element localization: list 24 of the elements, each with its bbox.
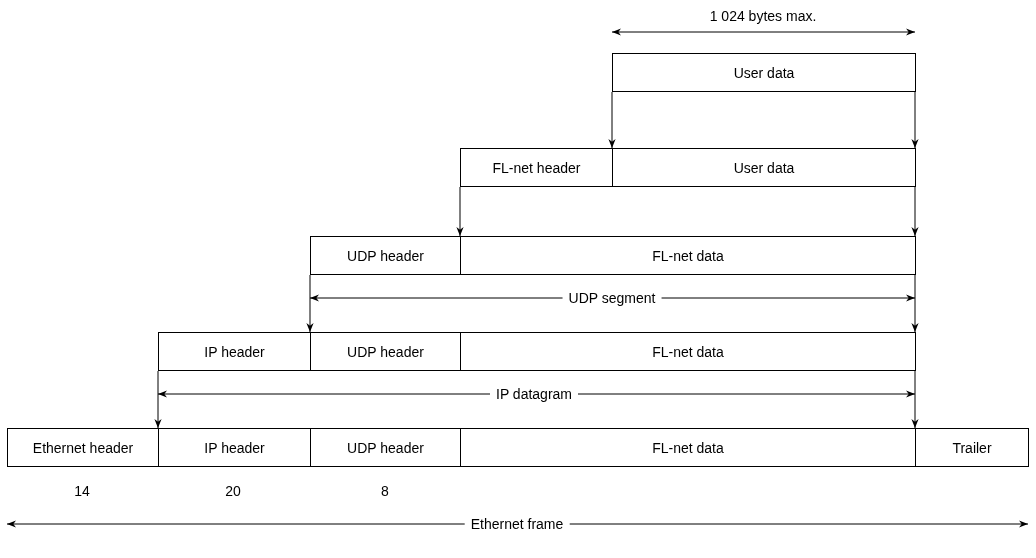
field-box: Ethernet header [7, 428, 159, 467]
field-box: FL-net data [460, 332, 916, 371]
arrow [911, 370, 919, 429]
arrow [911, 274, 919, 333]
arrow [154, 370, 162, 429]
field-box: User data [612, 53, 916, 92]
field-box: FL-net header [460, 148, 613, 187]
arrow [608, 91, 616, 149]
field-box: UDP header [310, 428, 461, 467]
field-box: User data [612, 148, 916, 187]
arrow [456, 186, 464, 237]
field-box: UDP header [310, 332, 461, 371]
field-box: FL-net data [460, 236, 916, 275]
dimension-label: Ethernet frame [464, 516, 570, 532]
dimension-label: UDP segment [562, 290, 662, 306]
field-box: UDP header [310, 236, 461, 275]
arrow [911, 186, 919, 237]
arrow [911, 91, 919, 149]
dimension-label: IP datagram [490, 386, 578, 402]
field-box: Trailer [915, 428, 1029, 467]
arrow [306, 274, 314, 333]
field-box: FL-net data [460, 428, 916, 467]
field-box: IP header [158, 428, 311, 467]
field-box: IP header [158, 332, 311, 371]
